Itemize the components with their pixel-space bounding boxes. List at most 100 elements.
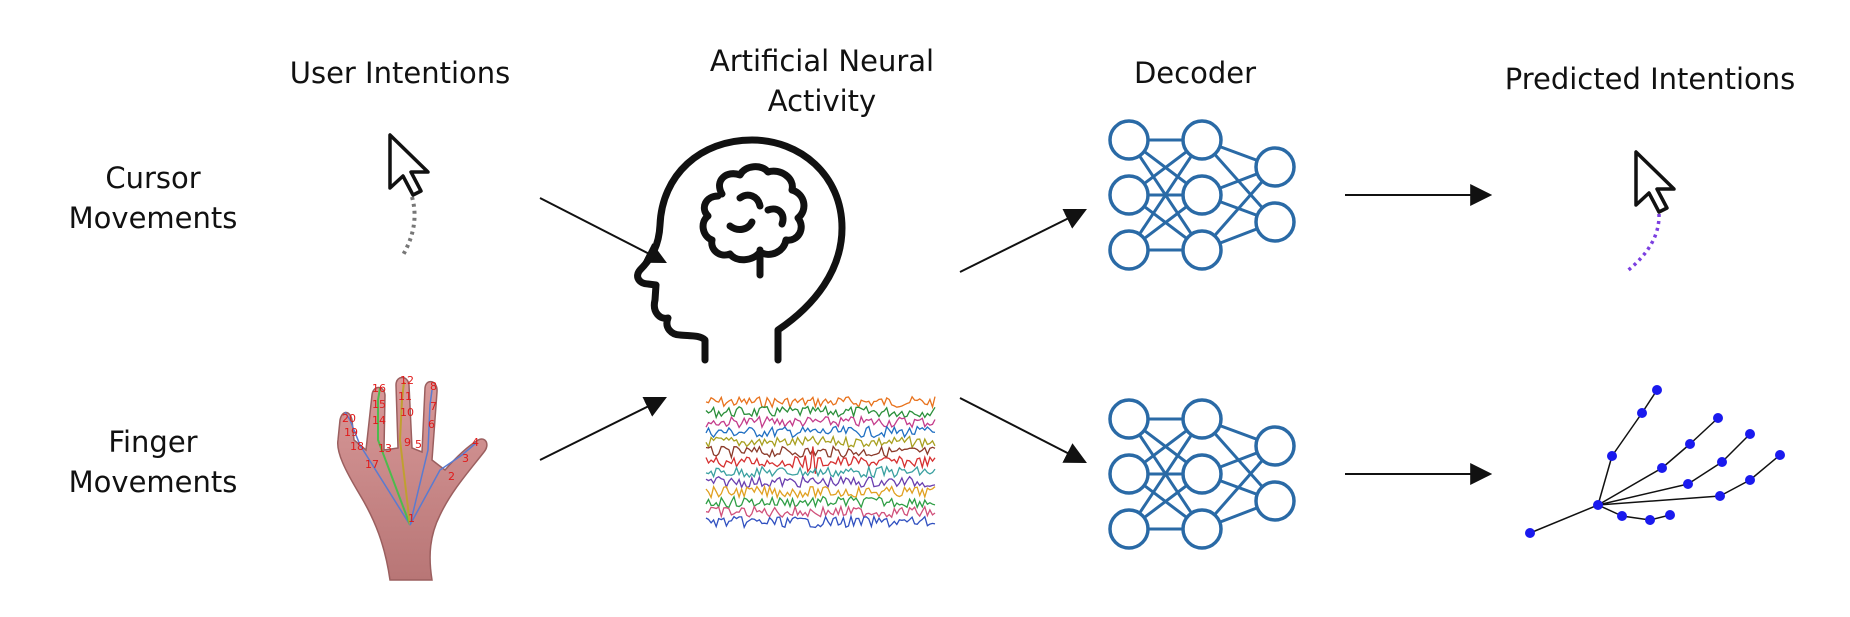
network-node — [1181, 119, 1223, 161]
header-decoder: Decoder — [1134, 56, 1256, 90]
svg-text:10: 10 — [400, 406, 414, 419]
skeleton-bone — [1719, 479, 1751, 497]
network-node — [1108, 229, 1150, 271]
svg-text:14: 14 — [372, 414, 386, 427]
skeleton-joint — [1745, 475, 1755, 485]
predicted-cursor-icon — [1624, 150, 1676, 274]
svg-text:16: 16 — [372, 382, 386, 395]
header-neural-activity-line2: Activity — [768, 84, 876, 118]
svg-text:20: 20 — [342, 412, 356, 425]
skeleton-bone — [1721, 433, 1751, 463]
arrow-signals-to-decoder-bottom — [959, 397, 1087, 464]
svg-text:2: 2 — [448, 470, 455, 483]
user-cursor-trail — [401, 196, 417, 256]
network-node — [1254, 480, 1296, 522]
signal-trace — [705, 434, 936, 449]
skeleton-bone — [1597, 483, 1689, 506]
svg-text:15: 15 — [372, 398, 386, 411]
network-node — [1108, 174, 1150, 216]
hand-landmark-lines — [344, 411, 411, 526]
network-node — [1108, 398, 1150, 440]
signal-trace — [705, 446, 936, 474]
signal-trace — [705, 424, 936, 439]
skeleton-joint — [1665, 510, 1675, 520]
network-node — [1254, 146, 1296, 188]
skeleton-joint — [1607, 451, 1617, 461]
svg-text:3: 3 — [462, 452, 469, 465]
header-neural-activity-line1: Artificial Neural — [710, 44, 934, 78]
skeleton-joint — [1652, 385, 1662, 395]
skeleton-joint — [1525, 528, 1535, 538]
skeleton-joint — [1745, 429, 1755, 439]
arrow-brain-to-decoder-top — [959, 208, 1087, 273]
skeleton-bone — [1689, 417, 1719, 445]
decoder-network-bottom — [1108, 398, 1296, 550]
skeleton-joint — [1775, 450, 1785, 460]
network-node — [1108, 453, 1150, 495]
signal-trace — [705, 444, 936, 460]
svg-text:9: 9 — [404, 436, 411, 449]
svg-text:1: 1 — [408, 512, 415, 525]
skeleton-joint — [1645, 515, 1655, 525]
network-node — [1181, 398, 1223, 440]
arrow-cursor-to-brain — [539, 197, 667, 264]
skeleton-joint — [1637, 408, 1647, 418]
network-node — [1181, 174, 1223, 216]
predicted-cursor-trail — [1624, 213, 1661, 274]
skeleton-bone — [1687, 461, 1723, 485]
skeleton-joint — [1593, 500, 1603, 510]
hand-image: 20 19 18 17 16 15 14 13 12 11 10 9 8 7 6… — [337, 374, 488, 581]
row-finger-line1: Finger — [108, 425, 197, 459]
signal-trace — [705, 395, 936, 410]
skeleton-joint — [1715, 491, 1725, 501]
skeleton-joint — [1657, 463, 1667, 473]
decoder-network-top — [1108, 119, 1296, 271]
neural-signal-traces — [705, 395, 936, 530]
hand-landmark-numbers: 20 19 18 17 16 15 14 13 12 11 10 9 8 7 6… — [342, 374, 479, 525]
network-node — [1181, 453, 1223, 495]
signal-trace — [705, 404, 936, 420]
skeleton-bone — [1529, 504, 1599, 534]
arrow-finger-to-signals — [539, 396, 667, 461]
skeleton-bone — [1597, 467, 1663, 506]
svg-text:19: 19 — [344, 426, 358, 439]
row-cursor-line1: Cursor — [105, 161, 200, 195]
svg-text:17: 17 — [365, 458, 379, 471]
svg-text:12: 12 — [400, 374, 414, 387]
skeleton-bone — [1749, 454, 1781, 481]
svg-text:7: 7 — [430, 400, 437, 413]
signal-trace — [705, 414, 936, 429]
svg-text:18: 18 — [350, 440, 364, 453]
row-cursor-line2: Movements — [69, 201, 238, 235]
signal-trace — [705, 484, 936, 500]
header-predicted-intentions: Predicted Intentions — [1505, 62, 1796, 96]
skeleton-joint — [1713, 413, 1723, 423]
svg-text:5: 5 — [415, 438, 422, 451]
skeleton-bone — [1597, 495, 1721, 506]
svg-text:11: 11 — [398, 390, 412, 403]
network-connection — [1127, 139, 1204, 251]
row-finger-line2: Movements — [69, 465, 238, 499]
signal-trace — [705, 464, 936, 479]
skeleton-bone — [1597, 455, 1613, 506]
network-node — [1181, 508, 1223, 550]
network-node — [1108, 508, 1150, 550]
network-node — [1254, 201, 1296, 243]
network-node — [1181, 229, 1223, 271]
skeleton-joint — [1617, 511, 1627, 521]
user-cursor-icon — [388, 133, 430, 256]
skeleton-bone — [1611, 412, 1643, 457]
network-connection — [1127, 418, 1204, 530]
network-node — [1108, 119, 1150, 161]
svg-text:4: 4 — [472, 436, 479, 449]
skeleton-joint — [1717, 457, 1727, 467]
svg-text:8: 8 — [430, 380, 437, 393]
network-node — [1254, 425, 1296, 467]
signal-trace — [705, 514, 936, 530]
skeleton-bone — [1661, 443, 1691, 469]
svg-text:6: 6 — [428, 418, 435, 431]
signal-trace — [705, 494, 936, 510]
predicted-hand-skeleton — [1525, 385, 1785, 538]
signal-trace — [705, 504, 936, 519]
brain-head-icon — [634, 136, 846, 364]
